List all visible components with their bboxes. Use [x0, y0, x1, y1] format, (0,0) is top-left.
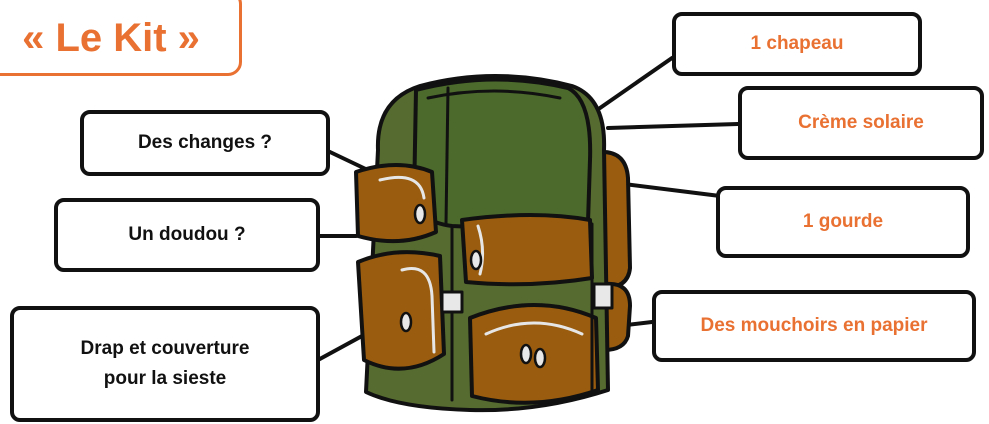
- title-box: « Le Kit »: [0, 0, 242, 76]
- connector-creme: [608, 124, 738, 128]
- label-changes: Des changes ?: [80, 110, 330, 176]
- connector-gourde: [624, 184, 720, 196]
- label-gourde-text: 1 gourde: [803, 207, 883, 237]
- connector-chapeau: [600, 58, 672, 108]
- label-mouchoirs-text: Des mouchoirs en papier: [700, 311, 927, 341]
- label-chapeau-text: 1 chapeau: [751, 29, 844, 59]
- label-drap-line2: pour la sieste: [104, 364, 227, 394]
- label-drap: Drap et couverture pour la sieste: [10, 306, 320, 422]
- label-gourde: 1 gourde: [716, 186, 970, 258]
- label-doudou-text: Un doudou ?: [128, 220, 245, 250]
- connector-drap: [318, 336, 362, 360]
- label-mouchoirs: Des mouchoirs en papier: [652, 290, 976, 362]
- label-changes-text: Des changes ?: [138, 128, 272, 158]
- label-creme-text: Crème solaire: [798, 108, 924, 138]
- label-drap-line1: Drap et couverture: [81, 334, 250, 364]
- label-doudou: Un doudou ?: [54, 198, 320, 272]
- page-title: « Le Kit »: [22, 16, 200, 61]
- label-creme: Crème solaire: [738, 86, 984, 160]
- label-chapeau: 1 chapeau: [672, 12, 922, 76]
